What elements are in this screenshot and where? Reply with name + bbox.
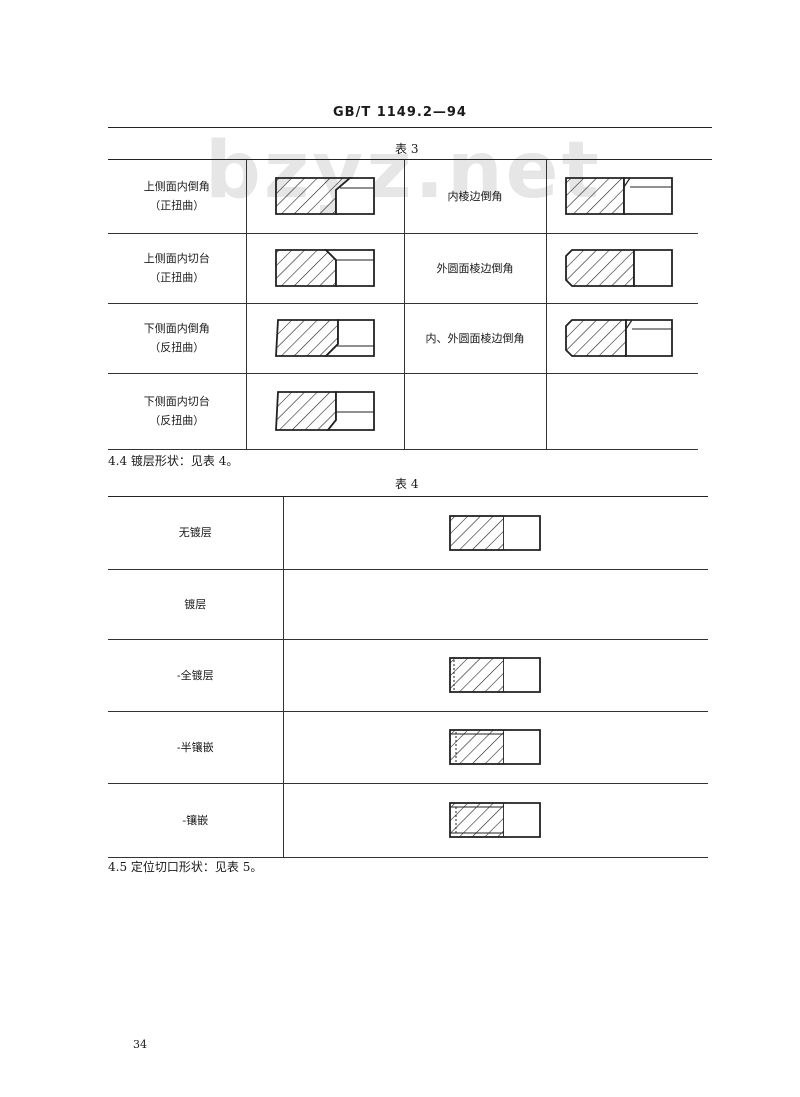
profile-drawing <box>275 249 375 287</box>
table4-top-rule <box>108 496 708 497</box>
profile-drawing <box>565 249 674 287</box>
table3-cell-figure <box>545 232 698 304</box>
table3-cell-label: 外圆面棱边倒角 <box>403 232 547 304</box>
label-line: 外圆面棱边倒角 <box>436 261 514 275</box>
table4-cell-label: -半镶嵌 <box>108 710 284 784</box>
document-code-header: GB/T 1149.2—94 <box>333 105 467 120</box>
table4-cell-label: -全镀层 <box>108 638 284 712</box>
table4-cell-label: -镶嵌 <box>108 782 284 858</box>
table3-cell-figure <box>545 302 698 374</box>
table3-cell-figure <box>245 232 405 304</box>
table3-cell-figure <box>245 160 405 234</box>
table4-cell-figure <box>282 782 708 858</box>
table4-cell-empty <box>282 568 708 640</box>
profile-drawing <box>448 802 541 838</box>
table3-cell-empty <box>545 372 698 450</box>
profile-drawing <box>275 319 375 357</box>
table3-cell-label: 内棱边倒角 <box>403 160 547 234</box>
label-line: （正扭曲） <box>149 271 205 284</box>
label-line: 内棱边倒角 <box>447 189 503 203</box>
label-line: 上侧面内倒角 <box>143 180 210 194</box>
table4-cell-figure <box>282 710 708 784</box>
profile-drawing <box>565 319 674 357</box>
table3-cell-empty <box>403 372 547 450</box>
table-row: 上侧面内切台 （正扭曲） 外圆面棱边倒角 <box>108 232 698 304</box>
table-row: 下侧面内倒角 （反扭曲） 内、外圆面棱边倒角 <box>108 302 698 374</box>
table3-cell-figure <box>545 160 698 234</box>
table3-cell-label: 内、外圆面棱边倒角 <box>403 302 547 374</box>
profile-drawing <box>275 391 375 431</box>
profile-drawing <box>448 514 541 551</box>
profile-drawing <box>448 729 541 765</box>
label-line: （反扭曲） <box>149 341 205 354</box>
label-line: （正扭曲） <box>149 199 205 213</box>
table-row: 上侧面内倒角 （正扭曲） 内棱边倒角 <box>108 160 698 234</box>
profile-drawing <box>448 657 541 693</box>
label-line: 内、外圆面棱边倒角 <box>425 331 525 345</box>
table-row: -全镀层 <box>108 638 708 712</box>
table3-top-rule <box>108 159 712 160</box>
table-row: -半镶嵌 <box>108 710 708 784</box>
profile-drawing <box>275 177 375 216</box>
table4: 无镀层 镀层 -全镀层 -半镶嵌 <box>108 497 708 858</box>
table-row: 无镀层 <box>108 497 708 570</box>
label-line: （反扭曲） <box>149 414 205 427</box>
table4-cell-label: 镀层 <box>108 568 284 640</box>
table3-cell-label: 上侧面内切台 （正扭曲） <box>108 232 247 304</box>
header-rule <box>108 127 712 128</box>
table4-cell-figure <box>282 497 708 570</box>
table3-cell-label: 下侧面内倒角 （反扭曲） <box>108 302 247 374</box>
table3-cell-figure <box>245 372 405 450</box>
table4-caption: 表 4 <box>395 477 419 491</box>
profile-drawing <box>565 177 674 216</box>
section-4-5: 4.5 定位切口形状：见表 5。 <box>108 860 263 874</box>
page-number: 34 <box>133 1038 147 1051</box>
table4-cell-label: 无镀层 <box>108 497 284 570</box>
table-row: -镶嵌 <box>108 782 708 858</box>
label-line: 下侧面内倒角 <box>143 322 210 335</box>
table4-cell-figure <box>282 638 708 712</box>
table3-caption: 表 3 <box>395 142 419 156</box>
table-row: 镀层 <box>108 568 708 640</box>
label-line: 下侧面内切台 <box>143 395 210 408</box>
table3-cell-label: 上侧面内倒角 （正扭曲） <box>108 160 247 234</box>
table3-cell-label: 下侧面内切台 （反扭曲） <box>108 372 247 450</box>
label-line: 上侧面内切台 <box>143 252 210 265</box>
section-4-4: 4.4 镀层形状：见表 4。 <box>108 454 239 468</box>
table3: 上侧面内倒角 （正扭曲） 内棱边倒角 上侧面内切台 （正扭曲） <box>108 160 698 450</box>
table3-cell-figure <box>245 302 405 374</box>
table-row: 下侧面内切台 （反扭曲） <box>108 372 698 450</box>
